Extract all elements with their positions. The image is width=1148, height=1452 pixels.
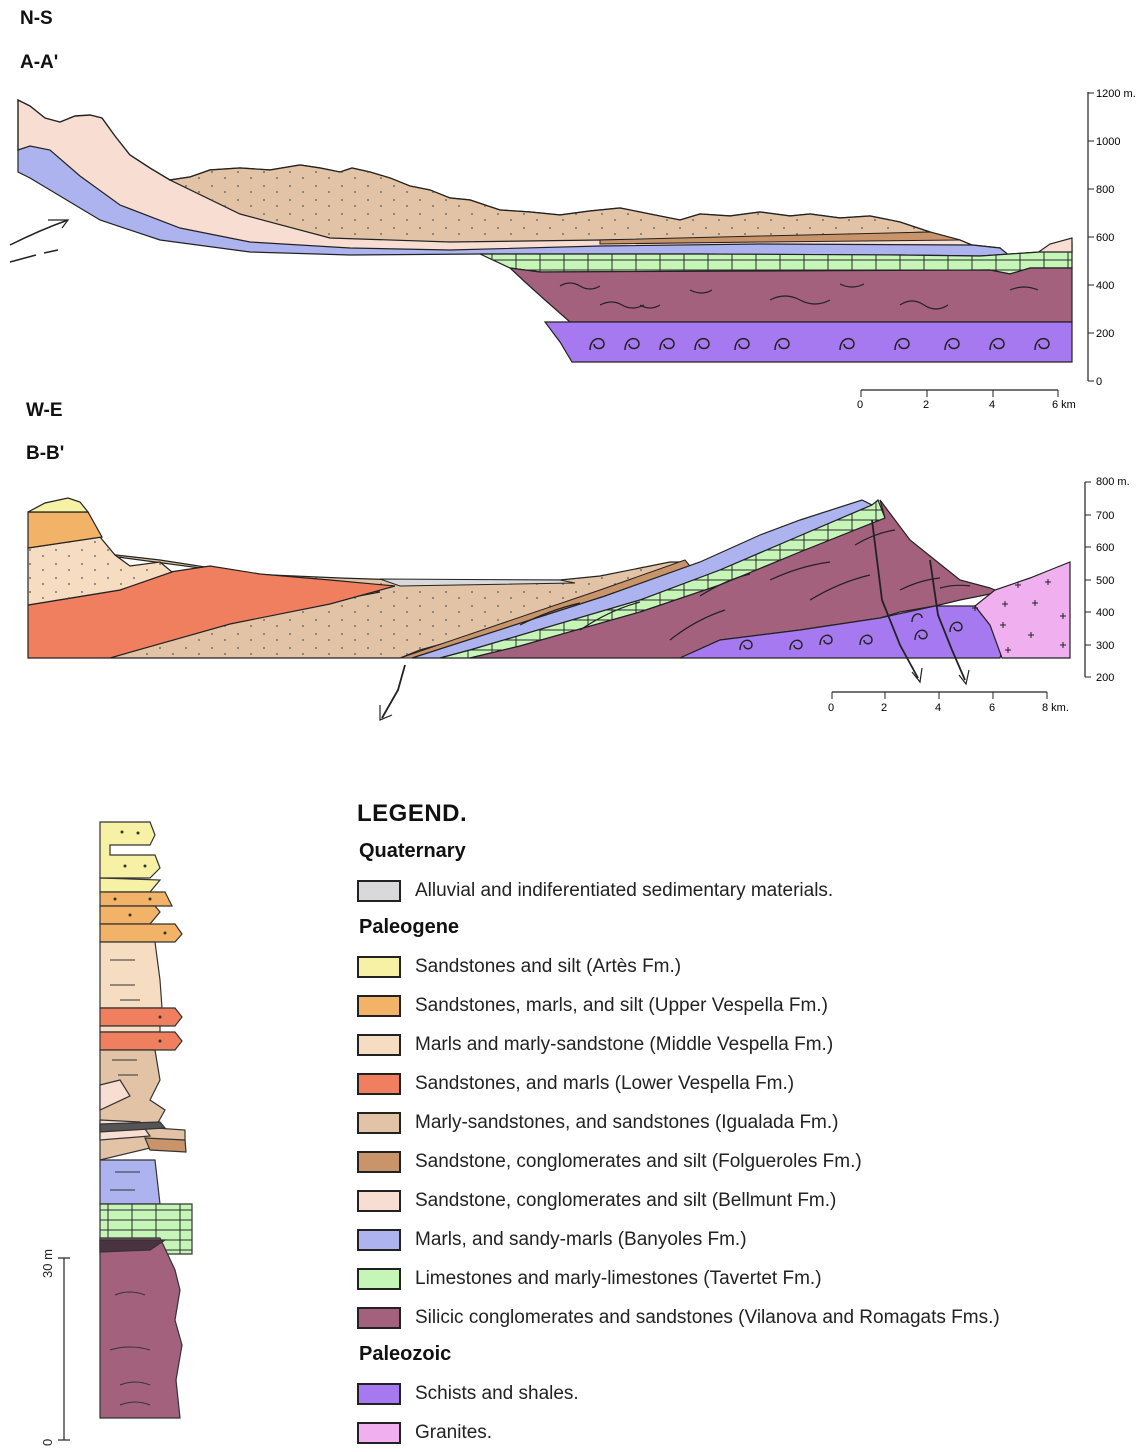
legend-swatch [357,955,401,978]
legend-label: Sandstones, and marls (Lower Vespella Fm… [415,1072,795,1094]
section2-direction: W-E [26,400,63,421]
legend-swatch [357,994,401,1017]
legend-item: Sandstones, marls, and silt (Upper Vespe… [357,986,1147,1025]
column-scale-top: 30 m [40,1249,55,1278]
scale-tick-b: 8 km. [1042,702,1069,714]
legend-item: Sandstones and silt (Artès Fm.) [357,947,1147,986]
column-scale-bottom: 0 [40,1439,55,1446]
depth-tick-a: 0 [1096,376,1102,388]
legend-item: Sandstone, conglomerates and silt (Folgu… [357,1142,1147,1181]
legend-swatch [357,1421,401,1444]
legend-label: Limestones and marly-limestones (Taverte… [415,1267,822,1289]
legend-label: Schists and shales. [415,1382,579,1404]
section-b-cross-section [27,497,1071,721]
scale-tick-b: 6 [989,702,995,714]
legend-swatch [357,1382,401,1405]
layer-granites-b [974,561,1071,659]
legend-title: LEGEND. [357,800,468,827]
section2-name: B-B' [26,443,65,464]
legend-swatch [357,1228,401,1251]
legend-item: Alluvial and indiferentiated sedimentary… [357,871,1147,910]
section-b-depth-axis: 800 m. 700 600 500 400 300 200 [1084,476,1130,684]
layer-schists-a [543,321,1073,363]
depth-tick-a: 1000 [1096,136,1120,148]
scale-tick-a: 2 [923,399,929,411]
scale-tick-a: 4 [989,399,995,411]
legend-label: Sandstones and silt (Artès Fm.) [415,955,682,977]
layer-folgueroles-a [599,231,961,245]
legend-label: Granites. [415,1421,493,1443]
legend-swatch [357,879,401,902]
legend-item: Marly-sandstones, and sandstones (Iguala… [357,1103,1147,1142]
depth-tick-a: 1200 m. [1096,88,1136,100]
legend-group-heading: Paleogene [359,916,460,938]
depth-tick-a: 200 [1096,328,1114,340]
legend-swatch [357,1267,401,1290]
legend-swatch [357,1150,401,1173]
scale-tick-b: 2 [881,702,887,714]
depth-tick-b: 700 [1096,510,1114,522]
layer-artes-b [27,497,90,513]
legend-label: Marly-sandstones, and sandstones (Iguala… [415,1111,839,1133]
scale-tick-b: 4 [935,702,941,714]
section-a-cross-section [9,98,1073,363]
layer-alluvial-b [379,578,576,587]
section1-name: A-A' [20,52,59,73]
legend-item: Sandstone, conglomerates and silt (Bellm… [357,1181,1147,1220]
legend-item: Schists and shales. [357,1374,1147,1413]
stratigraphic-column: 30 m 0 [40,821,193,1446]
legend-group-heading: Paleozoic [359,1343,452,1365]
legend-item: Granites. [357,1413,1147,1452]
legend-swatch [357,1072,401,1095]
legend-label: Marls and marly-sandstone (Middle Vespel… [415,1033,834,1055]
legend-item: Limestones and marly-limestones (Taverte… [357,1259,1147,1298]
legend-item: Marls, and sandy-marls (Banyoles Fm.) [357,1220,1147,1259]
depth-tick-a: 400 [1096,280,1114,292]
depth-tick-b: 800 m. [1096,476,1130,488]
section-a-scale-bar: 0 2 4 6 km [857,389,1076,411]
depth-tick-b: 500 [1096,575,1114,587]
legend-item: Marls and marly-sandstone (Middle Vespel… [357,1025,1147,1064]
layer-vilanova-a [508,267,1073,323]
legend-swatch [357,1189,401,1212]
legend-swatch [357,1306,401,1329]
depth-tick-a: 800 [1096,184,1114,196]
legend-label: Sandstones, marls, and silt (Upper Vespe… [415,994,828,1016]
section-b-scale-bar: 0 2 4 6 8 km. [828,691,1069,714]
depth-tick-b: 600 [1096,542,1114,554]
legend-label: Sandstone, conglomerates and silt (Folgu… [415,1150,862,1172]
legend-label: Sandstone, conglomerates and silt (Bellm… [415,1189,837,1211]
legend-label: Silicic conglomerates and sandstones (Vi… [415,1306,1000,1328]
legend-item: Silicic conglomerates and sandstones (Vi… [357,1298,1147,1337]
depth-tick-a: 600 [1096,232,1114,244]
legend-item: Sandstones, and marls (Lower Vespella Fm… [357,1064,1147,1103]
legend-swatch [357,1111,401,1134]
legend-label: Alluvial and indiferentiated sedimentary… [415,879,834,901]
depth-tick-b: 400 [1096,607,1114,619]
depth-tick-b: 200 [1096,672,1114,684]
depth-tick-b: 300 [1096,640,1114,652]
legend-swatch [357,1033,401,1056]
scale-tick-a: 6 km [1052,399,1076,411]
scale-tick-a: 0 [857,399,863,411]
legend-label: Marls, and sandy-marls (Banyoles Fm.) [415,1228,747,1250]
scale-tick-b: 0 [828,702,834,714]
section-a-depth-axis: 1200 m. 1000 800 600 400 200 0 [1087,88,1136,388]
section1-direction: N-S [20,8,53,29]
legend-group-heading: Quaternary [359,840,466,862]
